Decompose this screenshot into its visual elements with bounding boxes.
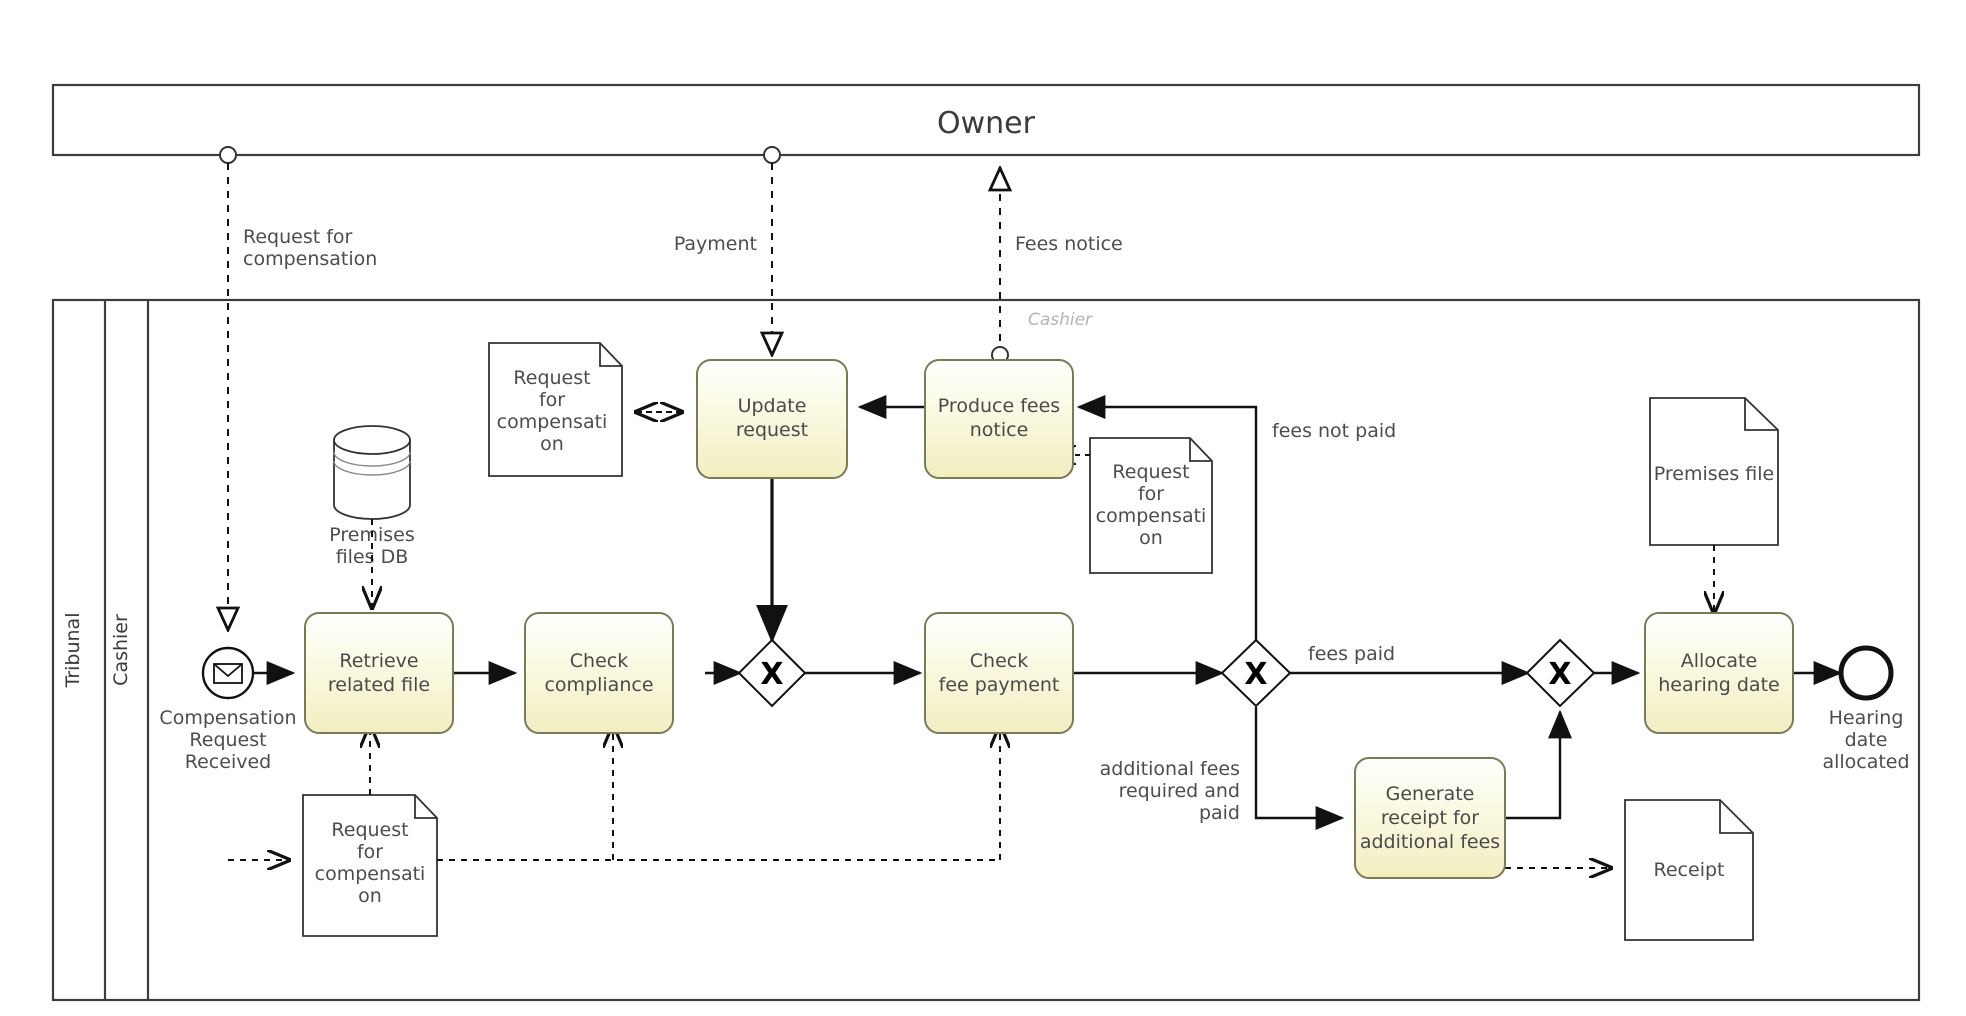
lane-cashier-italic-label: Cashier [1028,310,1093,330]
message-flow-request-label-line1: Request for [243,226,353,248]
pool-owner-label: Owner [937,106,1036,141]
task-produce-label-line1: Produce fees [938,395,1060,417]
data-object-mid-line4: on [1139,527,1163,549]
task-generate-label-line3: additional fees [1360,831,1500,853]
flow-label-additional-line1: additional fees [1100,758,1240,780]
data-object-receipt: Receipt [1505,799,1754,941]
pool-tribunal-label: Tribunal [62,613,84,689]
data-store-premises-files-db: Premises files DB [329,425,415,608]
data-object-request-for-compensation-top: Request for compensati on [488,342,682,477]
task-compliance-label-line1: Check [570,650,628,672]
flow-label-fees-not-paid: fees not paid [1272,420,1396,442]
data-object-mid-line1: Request [1112,461,1189,483]
gateway-merge-1-symbol: X [760,657,783,692]
data-object-request-for-compensation-bottom: Request for compensati on [228,726,1000,937]
start-event-compensation-request-received[interactable]: Compensation Request Received [159,646,297,773]
flow-label-additional-line2: required and [1119,780,1240,802]
task-retrieve-label-line1: Retrieve [339,650,418,672]
gateway-merge-1[interactable]: X [737,638,807,708]
task-produce-fees-notice[interactable]: Produce fees notice [924,359,1074,479]
lane-cashier-label: Cashier [110,614,132,686]
task-update-label-line2: request [736,419,808,441]
data-object-bottom-line4: on [358,885,382,907]
data-object-bottom-line2: for [357,841,383,863]
data-object-receipt-label: Receipt [1654,859,1725,881]
gateway-merge-2[interactable]: X [1525,638,1596,708]
task-generate-label-line1: Generate [1386,783,1475,805]
data-object-request-for-compensation-mid: Request for compensati on [1054,437,1213,574]
gateway-fee-split[interactable]: X [1220,638,1292,708]
task-retrieve-label-line2: related file [328,674,430,696]
task-check-compliance[interactable]: Check compliance [524,612,674,734]
data-object-top-line4: on [540,433,564,455]
message-flow-request-label-line2: compensation [243,248,377,270]
task-checkfee-label-line2: fee payment [939,674,1060,696]
task-generate-receipt-for-additional-fees[interactable]: Generate receipt for additional fees [1354,757,1506,879]
data-object-top-line1: Request [513,367,590,389]
flow-condition-labels: fees not paid fees paid additional fees … [1100,420,1397,824]
data-object-bottom-line3: compensati [315,863,426,885]
start-event-label-line3: Received [185,751,271,773]
data-object-top-line3: compensati [497,411,608,433]
end-event-label-line3: allocated [1822,751,1909,773]
gateway-merge-2-symbol: X [1548,657,1571,692]
data-object-top-line2: for [539,389,565,411]
data-object-mid-line2: for [1138,483,1164,505]
data-object-premises-file-label: Premises file [1654,463,1774,485]
task-retrieve-related-file[interactable]: Retrieve related file [304,612,454,734]
message-flow-fees-notice-label: Fees notice [1015,233,1123,255]
end-event-hearing-date-allocated[interactable]: Hearing date allocated [1822,645,1910,773]
start-event-label-line1: Compensation [159,707,296,729]
task-allocate-label-line1: Allocate [1681,650,1757,672]
data-object-mid-line3: compensati [1096,505,1207,527]
task-compliance-label-line2: compliance [544,674,653,696]
task-generate-label-line2: receipt for [1381,807,1479,829]
task-allocate-hearing-date[interactable]: Allocate hearing date [1644,612,1794,734]
flow-label-fees-paid: fees paid [1308,643,1395,665]
task-update-label-line1: Update [738,395,807,417]
flow-label-additional-line3: paid [1199,802,1240,824]
message-flow-payment-label: Payment [674,233,757,255]
task-allocate-label-line2: hearing date [1658,674,1779,696]
task-update-request[interactable]: Update request [696,359,848,479]
sequence-flows [253,395,1843,830]
gateway-fee-split-symbol: X [1244,657,1267,692]
end-event-label-line2: date [1845,729,1888,751]
data-object-premises-file: Premises file [1649,397,1779,613]
start-event-label-line2: Request [189,729,266,751]
pool-owner: Owner [51,83,1921,157]
message-flow-payment: Payment [674,146,780,355]
task-checkfee-label-line1: Check [970,650,1028,672]
task-check-fee-payment[interactable]: Check fee payment [924,612,1074,734]
end-event-label-line1: Hearing [1829,707,1904,729]
message-flow-request-for-compensation: Request for compensation [220,146,377,630]
task-produce-label-line2: notice [970,419,1029,441]
data-object-bottom-line1: Request [331,819,408,841]
